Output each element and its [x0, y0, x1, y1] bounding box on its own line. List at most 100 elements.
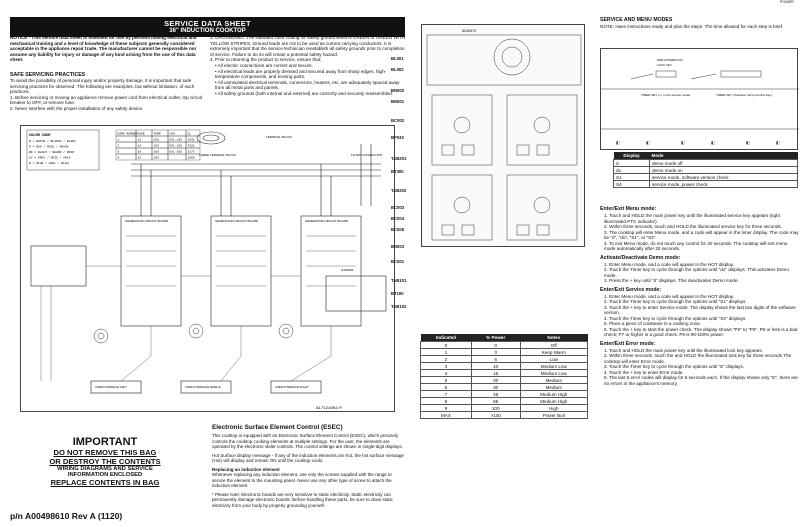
table-cell: 6 — [420, 383, 472, 391]
instruction-step: 5. Place a piece of cookware in a cookin… — [604, 321, 702, 326]
board-component-label: BN002 — [391, 88, 405, 93]
table-cell: 10 — [470, 362, 521, 370]
legend-cell: 105 — [154, 156, 160, 159]
table-cell: 100 — [470, 404, 521, 412]
safety-item: • All electric connections are correct a… — [215, 62, 313, 68]
safety-item: • All electrical leads are properly dres… — [215, 68, 387, 80]
panel-label: TIMER KEY (Precision Temp Control Key) — [716, 93, 772, 97]
safe-practices-item: 1. Before servicing or moving an applian… — [10, 94, 202, 106]
svg-text:◧: ◧ — [776, 140, 780, 145]
sheet-subtitle: 36" INDUCTION COOKTOP — [169, 28, 246, 34]
legend-cell: EXL-150 — [170, 144, 183, 147]
board-component-label: BT300 — [391, 169, 404, 174]
notice-text: NOTICE - This service data sheet is inte… — [10, 35, 197, 63]
table-cell: Medium Low — [519, 369, 589, 377]
table-cell: 30 — [470, 383, 521, 391]
board-component-label: BN001 — [391, 99, 405, 104]
header-banner: SERVICE DATA SHEET 36" INDUCTION COOKTOP — [10, 17, 405, 37]
demo-mode-title: Activate/Deactivate Demo mode: — [600, 254, 681, 261]
legend-cell: 4 — [118, 156, 120, 159]
board-drawing: 8240974 — [426, 29, 582, 241]
color-code-entry: B = BLUE / AZUL / BLEU — [29, 161, 69, 165]
color-code-title: COLOR CODE — [29, 134, 51, 138]
part-number: p/n A00498610 Rev A (1120) — [10, 511, 123, 521]
important-line: WIRING DIAGRAMS AND SERVICE — [57, 466, 153, 472]
safety-continued: 3. GROUNDING: The standard color coding … — [210, 35, 406, 97]
service-modes-note: NOTE: Have instructions ready and plan t… — [600, 24, 784, 29]
board-component-label: BC004 — [391, 216, 405, 221]
legend-header: UL — [188, 132, 192, 135]
terminal-label: TERMINAL BLOCK — [266, 135, 292, 139]
important-line: INFORMATION ENCLOSED — [67, 472, 143, 478]
instruction-step: 6. Touch the + key to start the power ch… — [604, 326, 798, 338]
power-header: Notes — [520, 334, 588, 342]
safety-item: 4. Prior to returning the product to ser… — [210, 57, 322, 63]
board-layout: 8240974 — [421, 24, 585, 247]
filter-label: FILTER CONNECTION — [351, 153, 382, 157]
safe-practices: SAFE SERVICING PRACTICES To avoid the po… — [10, 72, 205, 112]
legend-cell: 150 — [154, 138, 160, 141]
table-cell: service mode, software version check — [649, 173, 798, 181]
board-component-label: BC001 — [391, 259, 405, 264]
generator-board-label: GENERATOR CIRCUIT BOARD — [215, 219, 259, 223]
grounding-text: 3. GROUNDING: The standard color coding … — [210, 35, 406, 57]
legend-cell: 105 — [154, 150, 160, 153]
legend-cell: 3321 — [188, 138, 195, 141]
color-code-entry: W = WHITE / BLANCO / BLANC — [29, 139, 76, 143]
board-component-label: BC005 — [391, 227, 405, 232]
esec-paragraph: * Please note: Electronic boards are ver… — [212, 491, 393, 508]
color-code-entry: GY = GREY / GRIS / GRIS — [29, 156, 71, 160]
svg-text:◧: ◧ — [616, 140, 620, 145]
table-cell: 45 — [470, 390, 521, 398]
board-component-label: TAB101 — [391, 278, 407, 283]
svg-text:◧: ◧ — [646, 140, 650, 145]
board-component-label: TAB202 — [391, 188, 407, 193]
menu-mode-title: Enter/Exit Menu mode: — [600, 206, 657, 212]
esec-paragraph: Hot Surface display message - If any of … — [212, 452, 404, 464]
table-cell: Off — [519, 341, 589, 349]
table-cell: do — [613, 166, 650, 174]
service-modes-title: SERVICE AND MENU MODES — [600, 17, 673, 23]
instruction-step: 1. Enter Menu mode, and a code will appe… — [604, 261, 735, 267]
table-cell: 20 — [470, 376, 521, 384]
legend-cell: 1569 — [188, 156, 195, 159]
panel-label: LOCK KEY — [657, 63, 672, 67]
instruction-step: 5. The last 5 error codes will display f… — [604, 375, 798, 386]
instruction-step: 3. The cooktop will enter Menu mode, and… — [604, 229, 799, 241]
safe-practices-intro: To avoid the possibility of personal inj… — [10, 78, 195, 95]
table-cell: 5 — [420, 376, 472, 384]
table-cell: Medium High — [519, 390, 589, 398]
table-cell: service mode, power check — [649, 180, 798, 188]
board-component-label: BL001 — [391, 56, 404, 61]
table-cell: 7 — [420, 390, 472, 398]
safety-item: • All uninsulated electrical terminals, … — [215, 79, 400, 91]
display-header: Display — [613, 152, 650, 160]
table-cell: 6 — [470, 355, 521, 363]
power-label: POWER — [780, 0, 794, 4]
instruction-step: 1. Touch and HOLD the main power key unt… — [604, 213, 780, 224]
table-cell: S4 — [613, 180, 650, 188]
svg-text:◧: ◧ — [681, 140, 685, 145]
instruction-step: 4. To exit Menu mode, do not touch any c… — [604, 240, 788, 252]
generator-board-label: GENERATOR CIRCUIT BOARD — [125, 219, 169, 223]
legend-cell: 3321 — [188, 144, 195, 147]
table-cell: 65 — [470, 397, 521, 405]
safe-practices-title: SAFE SERVICING PRACTICES — [10, 72, 86, 78]
board-component-label: BC002 — [391, 118, 405, 123]
board-component-label: TAB201 — [391, 156, 407, 161]
table-cell: 9 — [420, 404, 472, 412]
table-cell: Low — [519, 355, 589, 363]
legend-cell: 14 — [138, 144, 142, 147]
